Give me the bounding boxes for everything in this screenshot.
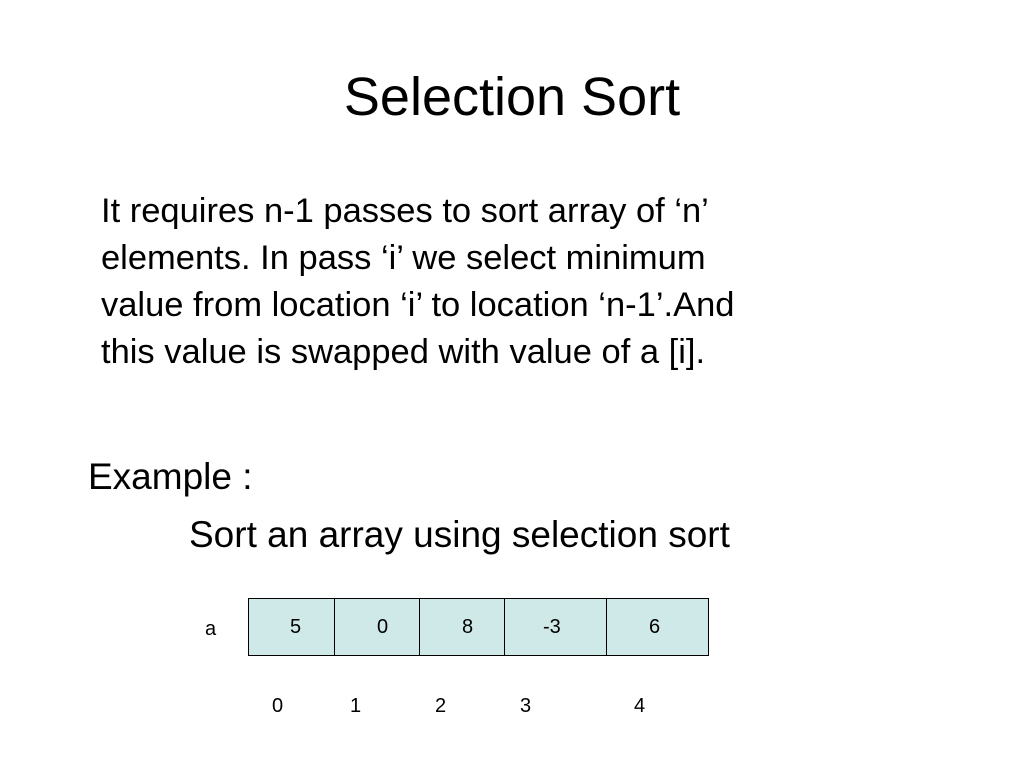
- array-index-label: 0: [272, 695, 284, 717]
- array-index-label: 1: [350, 695, 362, 717]
- array-cell-value: 5: [290, 616, 302, 638]
- example-label: Example :: [88, 456, 253, 497]
- slide-title: Selection Sort: [343, 67, 681, 127]
- array-index-label: 3: [520, 695, 532, 717]
- array-index-label: 4: [634, 695, 646, 717]
- array-cell-value: 0: [377, 616, 389, 638]
- array-cell-4: 6: [606, 598, 709, 656]
- description-line: It requires n-1 passes to sort array of …: [101, 192, 709, 230]
- array-name-label: a: [205, 618, 217, 640]
- array-cell-3: -3: [504, 598, 607, 656]
- description-line: value from location ‘i’ to location ‘n-1…: [101, 286, 735, 324]
- array-cell-value: 8: [462, 616, 474, 638]
- array-index-label: 2: [435, 695, 447, 717]
- description-line: elements. In pass ‘i’ we select minimum: [101, 239, 706, 277]
- array-cell-value: 6: [649, 616, 661, 638]
- description-paragraph: It requires n-1 passes to sort array of …: [101, 188, 981, 376]
- array-cell-value: -3: [543, 616, 561, 638]
- description-line: this value is swapped with value of a [i…: [101, 333, 706, 371]
- example-description: Sort an array using selection sort: [189, 514, 730, 555]
